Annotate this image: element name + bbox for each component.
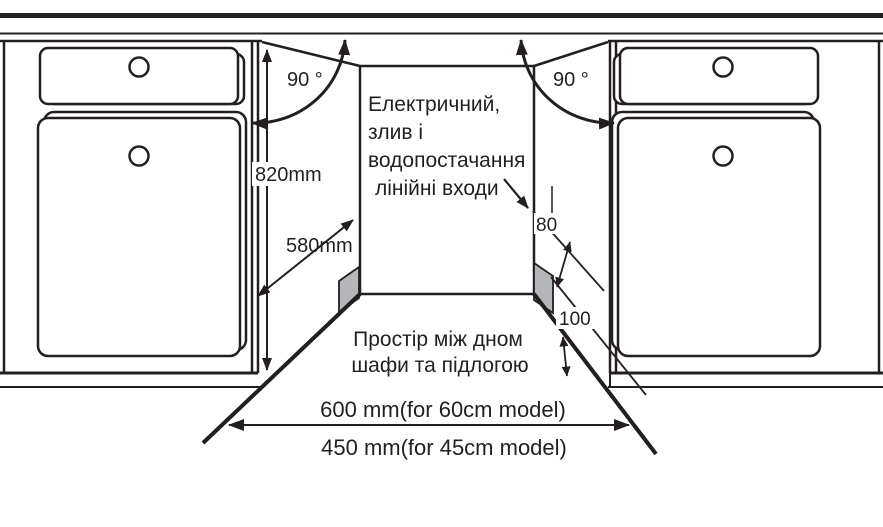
right-cabinet [608, 41, 883, 388]
door-swing-arc-left [251, 39, 351, 130]
depth-label: 580mm [286, 235, 353, 257]
inlet-gap-arrow-100 [559, 336, 571, 377]
utility-lines-note: Електричний, злив і водопостачання ліній… [368, 93, 525, 200]
left-door-knob [128, 145, 150, 167]
inlet-width-label: 80 [536, 215, 557, 236]
floor-note-line1: Простір між дном [353, 328, 523, 351]
wall-bottom-edges [201, 292, 658, 456]
inlet-height-label: 100 [559, 309, 591, 330]
utility-note-line1: Електричний, [368, 93, 500, 116]
height-label: 820mm [255, 164, 322, 186]
niche-ceiling-edge-right [533, 40, 609, 68]
right-drawer-knob [712, 56, 734, 78]
depth-dimension-arrow [257, 219, 354, 297]
width-45-label: 450 mm(for 45cm model) [321, 435, 567, 460]
floor-note-line2: шафи та підлогою [351, 354, 528, 377]
utility-note-line3: водопостачання [368, 149, 525, 172]
countertop [0, 13, 883, 43]
utility-note-line4: лінійні входи [375, 177, 499, 200]
label-masks [252, 162, 596, 329]
floor-space-note: Простір між дном шафи та підлогою [351, 328, 528, 377]
angle-label-left: 90 ° [287, 69, 323, 91]
right-door-panel [616, 116, 822, 358]
mask-100 [556, 307, 596, 329]
door-swing-arc-right [515, 39, 615, 130]
inlet-gap-arrow-80 [555, 241, 572, 288]
right-door-knob [712, 145, 734, 167]
left-drawer-knob [128, 56, 150, 78]
right-wall-bottom-diagonal [532, 292, 658, 456]
utility-note-leader-arrow [503, 178, 529, 209]
angle-label-right: 90 ° [553, 69, 589, 91]
labels: 90 ° 90 ° 820mm 580mm 80 100 Електричний… [255, 69, 591, 460]
inlet-boundary-lower [550, 276, 647, 396]
utility-note-line2: злив і [368, 121, 423, 144]
mask-820 [252, 162, 318, 186]
dimension-arrows [228, 39, 630, 431]
left-cabinet [0, 41, 264, 388]
left-door-panel [36, 116, 242, 358]
mask-80 [534, 213, 561, 234]
shaded-zones [338, 261, 554, 315]
left-wall-bottom-diagonal [201, 292, 362, 445]
width-60-label: 600 mm(for 60cm model) [320, 397, 566, 422]
